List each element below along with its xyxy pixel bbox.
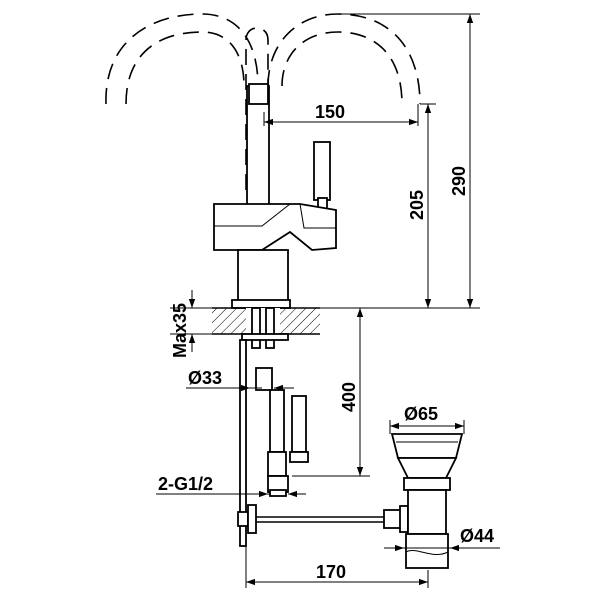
- dimension-d65: Ø65: [389, 404, 465, 434]
- mounting-surface: [212, 307, 320, 349]
- dimension-150: 150: [263, 102, 419, 126]
- dimension-max35: Max35: [170, 290, 212, 358]
- label-max35: Max35: [170, 303, 190, 358]
- label-170: 170: [316, 562, 346, 582]
- dimension-290: 290: [336, 13, 480, 308]
- dimension-d44: Ø44: [384, 526, 500, 552]
- label-d44: Ø44: [460, 526, 494, 546]
- dimension-205: 205: [290, 103, 480, 309]
- spout-rotation-left: [105, 13, 259, 105]
- label-d65: Ø65: [404, 404, 438, 424]
- dimension-400: 400: [292, 308, 370, 477]
- label-400: 400: [339, 382, 359, 412]
- supply-hoses: [239, 339, 309, 547]
- label-d33: Ø33: [188, 368, 222, 388]
- label-205: 205: [407, 190, 427, 220]
- dimension-170: 170: [245, 546, 429, 588]
- faucet-body: [213, 203, 337, 309]
- label-290: 290: [449, 166, 469, 196]
- dimension-d33: Ø33: [186, 368, 294, 392]
- popup-rod: [237, 504, 409, 534]
- label-thread: 2-G1/2: [158, 474, 213, 494]
- spout-rotation-right: [267, 13, 421, 105]
- spout-pipe: [245, 27, 270, 211]
- dimension-thread: 2-G1/2: [156, 474, 306, 498]
- label-150: 150: [315, 102, 345, 122]
- popup-waste: [390, 433, 464, 569]
- handle-lever: [313, 141, 331, 211]
